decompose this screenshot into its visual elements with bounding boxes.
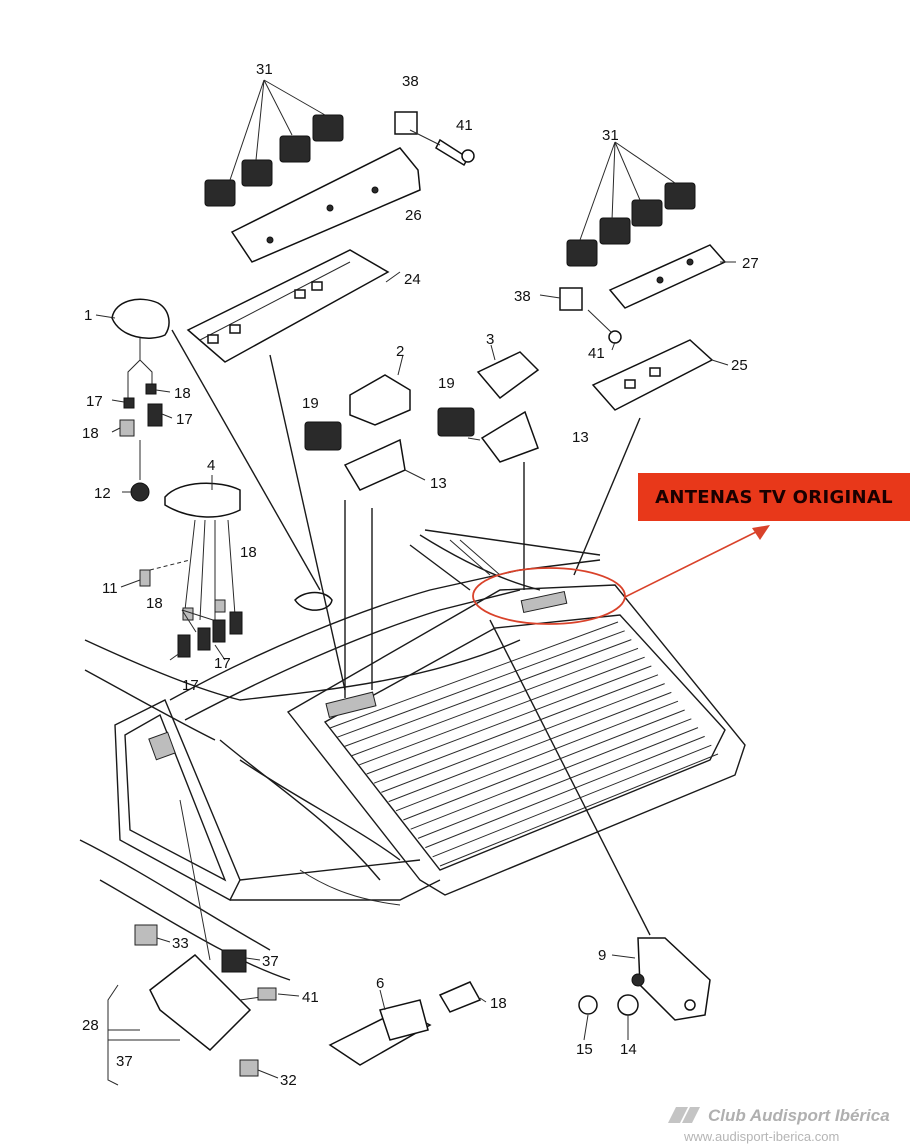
label-19: 19: [438, 375, 455, 392]
label-41: 41: [302, 989, 319, 1006]
label-38: 38: [514, 288, 531, 305]
label-24: 24: [404, 271, 421, 288]
label-17: 17: [176, 411, 193, 428]
car-body-outline: [79, 529, 601, 981]
label-11: 11: [102, 580, 118, 597]
heater-line: [388, 691, 672, 803]
label-31: 31: [256, 61, 273, 78]
heater-line: [439, 753, 719, 867]
label-32: 32: [280, 1072, 297, 1089]
label-13: 13: [572, 429, 589, 446]
label-41: 41: [588, 345, 605, 362]
heater-line: [410, 718, 692, 830]
label-18: 18: [82, 425, 99, 442]
label-37: 37: [116, 1053, 133, 1070]
highlight-marker: [472, 525, 770, 625]
label-1: 1: [84, 307, 92, 324]
heater-line: [344, 639, 632, 747]
callout-text: ANTENAS TV ORIGINAL: [655, 486, 893, 508]
label-38: 38: [402, 73, 419, 90]
label-28: 28: [82, 1017, 99, 1034]
label-33: 33: [172, 935, 189, 952]
heater-line: [417, 727, 699, 839]
heater-line: [359, 656, 645, 766]
label-37: 37: [262, 953, 279, 970]
heater-line: [329, 621, 619, 729]
heater-line: [432, 744, 712, 858]
label-18: 18: [146, 595, 163, 612]
connector-housings: [269, 351, 641, 698]
heater-line: [395, 700, 679, 812]
rear-window: [286, 584, 746, 896]
amplifier-assembly-right: [559, 182, 727, 411]
label-4: 4: [207, 457, 215, 474]
part-labels: 31 38 41 26 24 31 27 38 41 25 1 17 18 18…: [82, 61, 759, 1089]
callout-tv-antennas: ANTENAS TV ORIGINAL: [638, 473, 910, 521]
label-27: 27: [742, 255, 759, 272]
lower-components: [134, 619, 711, 1077]
heater-line: [403, 709, 685, 821]
label-18: 18: [240, 544, 257, 561]
label-14: 14: [620, 1041, 637, 1058]
heater-line: [373, 674, 659, 784]
heater-line: [351, 647, 639, 757]
label-17: 17: [182, 677, 199, 694]
amplifier-assembly-left: [186, 111, 475, 363]
label-2: 2: [396, 343, 404, 360]
watermark: Club Audisport Ibérica www.audisport-ibe…: [660, 1100, 910, 1146]
heater-line: [366, 665, 652, 775]
antenna-amplifier-module: [139, 329, 333, 658]
heater-line: [337, 630, 625, 738]
label-12: 12: [94, 485, 111, 502]
label-6: 6: [376, 975, 384, 992]
label-15: 15: [576, 1041, 593, 1058]
label-17: 17: [214, 655, 231, 672]
watermark-name: Club Audisport Ibérica: [708, 1106, 890, 1125]
heater-line: [425, 735, 705, 849]
label-18: 18: [490, 995, 507, 1012]
club-logo-icon: [668, 1107, 700, 1123]
label-leaders: [95, 79, 736, 1086]
roof-antenna-module: [111, 298, 170, 502]
label-3: 3: [486, 331, 494, 348]
label-13: 13: [430, 475, 447, 492]
label-18: 18: [174, 385, 191, 402]
label-17: 17: [86, 393, 103, 410]
label-25: 25: [731, 357, 748, 374]
heater-line: [381, 683, 665, 793]
label-9: 9: [598, 947, 606, 964]
label-19: 19: [302, 395, 319, 412]
label-31: 31: [602, 127, 619, 144]
label-41: 41: [456, 117, 473, 134]
watermark-url: www.audisport-iberica.com: [684, 1129, 840, 1144]
label-26: 26: [405, 207, 422, 224]
